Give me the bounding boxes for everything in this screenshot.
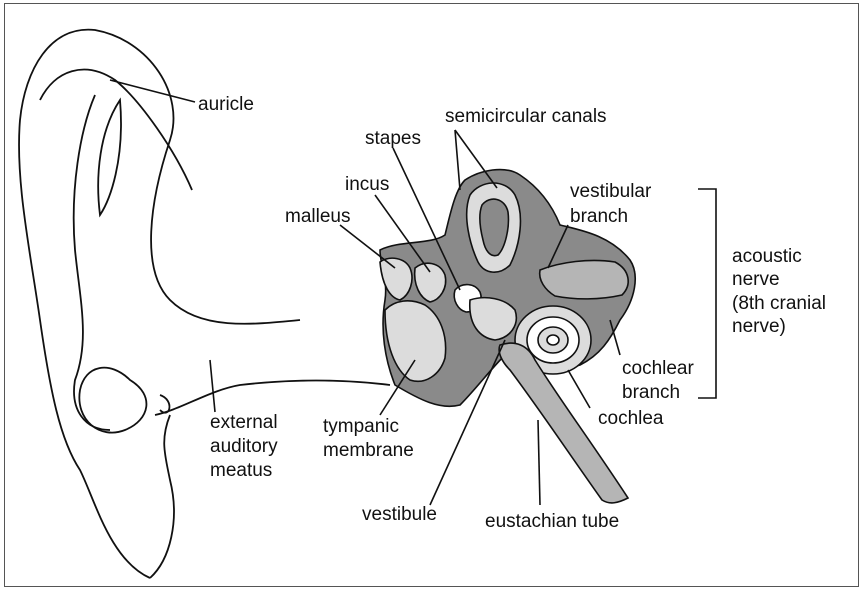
label-external-auditory-meatus-3: meatus xyxy=(210,460,272,481)
label-vestibular-branch-2: branch xyxy=(570,206,628,227)
label-cochlear-branch-2: branch xyxy=(622,382,680,403)
label-external-auditory-meatus-2: auditory xyxy=(210,436,278,457)
label-incus: incus xyxy=(345,174,389,195)
label-tympanic-membrane-1: tympanic xyxy=(323,416,399,437)
label-eustachian-tube: eustachian tube xyxy=(485,511,619,532)
label-auricle: auricle xyxy=(198,94,254,115)
label-acoustic-nerve-3: (8th cranial xyxy=(732,293,826,314)
label-malleus: malleus xyxy=(285,206,350,227)
label-tympanic-membrane-2: membrane xyxy=(323,440,414,461)
label-stapes: stapes xyxy=(365,128,421,149)
label-acoustic-nerve-2: nerve xyxy=(732,269,780,290)
label-acoustic-nerve-1: acoustic xyxy=(732,246,802,267)
label-external-auditory-meatus-1: external xyxy=(210,412,278,433)
label-vestibular-branch-1: vestibular xyxy=(570,181,652,202)
label-cochlear-branch-1: cochlear xyxy=(622,358,694,379)
label-cochlea: cochlea xyxy=(598,408,664,429)
label-acoustic-nerve-4: nerve) xyxy=(732,316,786,337)
label-semicircular-canals: semicircular canals xyxy=(445,106,607,127)
acoustic-nerve-bundle xyxy=(540,260,629,298)
label-vestibule: vestibule xyxy=(362,504,437,525)
